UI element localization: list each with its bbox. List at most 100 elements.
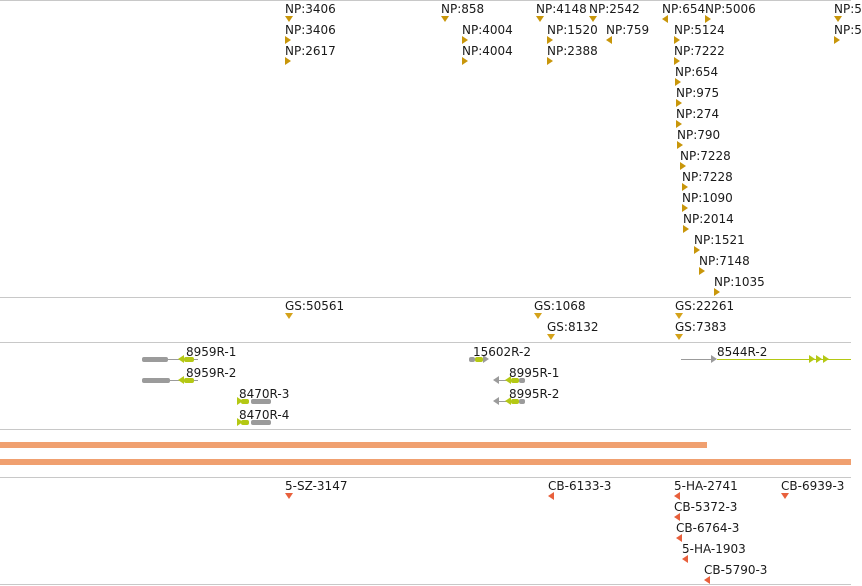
right-marker-icon: [676, 120, 682, 128]
gene-exon: [519, 378, 525, 383]
gene-model[interactable]: 8470R-4: [237, 408, 317, 428]
gene-intron: [499, 380, 509, 381]
down-marker-icon: [589, 16, 597, 22]
gene-arrow-icon: [505, 397, 511, 405]
gene-exon: [469, 357, 475, 362]
gene-exon: [511, 378, 519, 383]
gene-model[interactable]: 8470R-3: [237, 387, 317, 407]
gene-exon: [475, 357, 483, 362]
right-marker-icon: [675, 78, 681, 86]
gene-arrow-icon: [483, 355, 489, 363]
gene-exon: [142, 378, 170, 383]
gene-arrow-icon: [237, 397, 243, 405]
right-marker-icon: [714, 288, 720, 296]
gene-label: 8995R-1: [509, 366, 560, 380]
gene-label: 8959R-1: [186, 345, 237, 359]
right-marker-icon: [682, 204, 688, 212]
gene-arrow-icon: [809, 355, 815, 363]
right-marker-icon: [547, 36, 553, 44]
right-marker-icon: [834, 36, 840, 44]
left-marker-icon: [682, 555, 688, 563]
gene-model[interactable]: 8544R-2: [679, 345, 851, 365]
down-marker-icon: [285, 313, 293, 319]
gene-model[interactable]: 15602R-2: [467, 345, 547, 365]
gene-intron: [681, 359, 713, 360]
highlight-track: [0, 430, 851, 477]
gene-arrow-icon: [493, 397, 499, 405]
down-marker-icon: [547, 334, 555, 340]
gene-exon: [519, 399, 525, 404]
gene-arrow-icon: [178, 355, 184, 363]
down-marker-icon: [534, 313, 542, 319]
gene-model[interactable]: 8959R-2: [140, 366, 250, 386]
down-marker-icon: [285, 16, 293, 22]
gene-label: 15602R-2: [473, 345, 531, 359]
cb-track: 5-SZ-3147 CB-6133-3 5-HA-2741 CB-6939-3 …: [0, 478, 851, 584]
gene-label: 8470R-3: [239, 387, 290, 401]
left-marker-icon: [674, 492, 680, 500]
gene-label: 8959R-2: [186, 366, 237, 380]
gene-exon: [251, 399, 271, 404]
down-marker-icon: [675, 313, 683, 319]
gene-intron: [717, 359, 851, 360]
right-marker-icon: [683, 225, 689, 233]
left-marker-icon: [704, 576, 710, 584]
right-marker-icon: [462, 36, 468, 44]
track-divider-top: [0, 0, 851, 1]
gene-arrow-icon: [816, 355, 822, 363]
right-marker-icon: [674, 57, 680, 65]
gene-arrow-icon: [505, 376, 511, 384]
track-divider-np-gs: [0, 297, 851, 298]
down-marker-icon: [675, 334, 683, 340]
gene-exon: [511, 399, 519, 404]
track-divider-genes-bars: [0, 429, 851, 430]
down-marker-icon: [285, 493, 293, 499]
gs-track: GS:50561 GS:1068 GS:8132 GS:22261 GS:738…: [0, 298, 851, 342]
left-marker-icon: [662, 15, 668, 23]
left-marker-icon: [676, 534, 682, 542]
gene-exon: [184, 357, 194, 362]
gene-model[interactable]: 8959R-1: [140, 345, 250, 365]
gene-track: 8959R-1 8959R-2 8470R-3 8470R-4 15602R-2…: [0, 343, 851, 429]
gene-label: 8470R-4: [239, 408, 290, 422]
gene-arrow-icon: [493, 376, 499, 384]
right-marker-icon: [674, 36, 680, 44]
gene-arrow-icon: [178, 376, 184, 384]
gene-exon: [241, 420, 249, 425]
gene-exon: [184, 378, 194, 383]
gene-model[interactable]: 8995R-2: [493, 387, 573, 407]
left-marker-icon: [548, 492, 554, 500]
down-marker-icon: [781, 493, 789, 499]
gene-arrow-icon: [711, 355, 717, 363]
gene-arrow-icon: [823, 355, 829, 363]
right-marker-icon: [462, 57, 468, 65]
gene-exon: [241, 399, 249, 404]
right-marker-icon: [682, 183, 688, 191]
gene-intron: [499, 401, 509, 402]
left-marker-icon: [606, 36, 612, 44]
track-divider-gs-genes: [0, 342, 851, 343]
right-marker-icon: [677, 141, 683, 149]
track-divider-bottom: [0, 584, 851, 585]
left-marker-icon: [674, 513, 680, 521]
gene-label: 8544R-2: [717, 345, 768, 359]
coverage-bar[interactable]: [0, 442, 707, 448]
gene-arrow-icon: [237, 418, 243, 426]
gene-model[interactable]: 8995R-1: [493, 366, 573, 386]
gene-label: 8995R-2: [509, 387, 560, 401]
np-track: NP:3406 NP:3406 NP:2617 NP:858 NP:4004 N…: [0, 1, 862, 297]
right-marker-icon: [705, 15, 711, 23]
down-marker-icon: [834, 16, 842, 22]
right-marker-icon: [699, 267, 705, 275]
right-marker-icon: [285, 57, 291, 65]
right-marker-icon: [694, 246, 700, 254]
down-marker-icon: [536, 16, 544, 22]
right-marker-icon: [680, 162, 686, 170]
coverage-bar[interactable]: [0, 459, 851, 465]
gene-exon: [142, 357, 168, 362]
down-marker-icon: [441, 16, 449, 22]
gene-exon: [251, 420, 271, 425]
right-marker-icon: [547, 57, 553, 65]
right-marker-icon: [285, 36, 291, 44]
track-divider-bars-cb: [0, 477, 851, 478]
